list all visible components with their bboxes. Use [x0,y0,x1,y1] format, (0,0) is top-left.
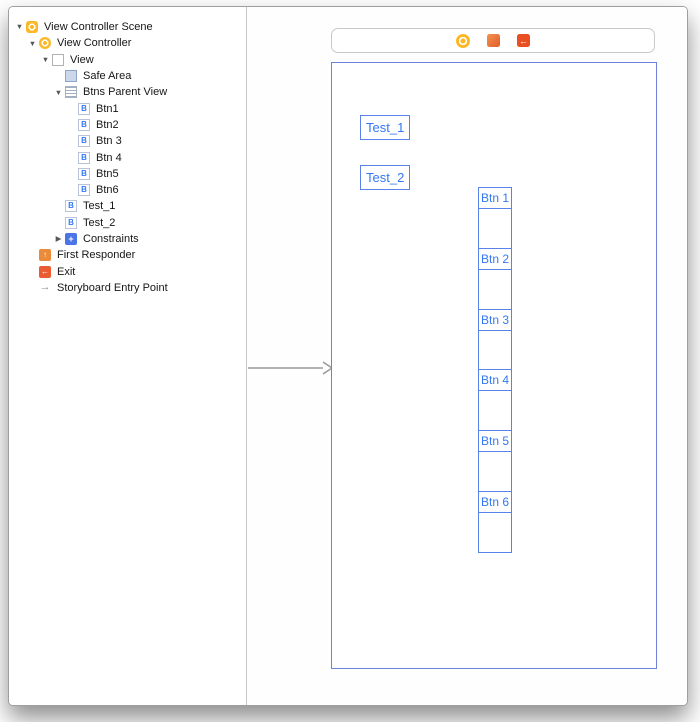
disclosure-triangle[interactable]: ▶ [55,234,62,244]
outline-label: Constraints [83,233,139,245]
outline-row-btn5[interactable]: Btn5 [9,166,246,182]
canvas-button-btn-2[interactable]: Btn 2 [478,247,512,310]
view-controller-icon [39,37,51,50]
parent-view-icon [65,86,77,99]
canvas-button-test-2[interactable]: Test_2 [360,165,411,190]
outline-label: View Controller Scene [44,21,153,34]
exit-icon[interactable] [517,34,530,47]
view-icon [52,53,64,66]
view-controller-icon[interactable] [456,33,470,48]
outline-row-btn1[interactable]: Btn1 [9,100,246,116]
canvas-button-btn-4[interactable]: Btn 4 [478,369,512,432]
outline-label: Btn2 [96,118,119,131]
disclosure-triangle[interactable]: ▼ [41,54,50,64]
outline-row-view-controller[interactable]: ▼ View Controller [9,35,246,51]
outline-row-btns-parent-view[interactable]: ▼ Btns Parent View [9,84,246,100]
outline-label: First Responder [57,249,136,262]
outline-row-exit[interactable]: Exit [9,263,246,279]
outline-label: Btns Parent View [83,86,168,99]
outline-label: View [70,53,94,66]
outline-row-btn2[interactable]: Btn2 [9,117,246,133]
button-title: Btn 2 [479,249,511,270]
outline-row-constraints[interactable]: ▶ Constraints [9,231,246,247]
outline-label: Exit [57,265,76,278]
button-title: Btn 1 [479,188,511,209]
disclosure-triangle[interactable]: ▼ [15,22,24,32]
button-icon [78,167,90,180]
disclosure-triangle[interactable]: ▼ [54,87,63,97]
canvas-button-btn-3[interactable]: Btn 3 [478,308,512,371]
outline-label: Storyboard Entry Point [57,281,168,294]
outline-row-test-2[interactable]: Test_2 [9,215,246,231]
first-responder-icon [39,249,51,262]
outline-label: Btn5 [96,167,119,180]
outline-label: Test_1 [83,200,116,213]
outline-row-btn-4[interactable]: Btn 4 [9,149,246,165]
canvas-button-btn-6[interactable]: Btn 6 [478,491,512,553]
button-icon [78,184,90,197]
xcode-window: ▼ View Controller Scene ▼ View Controller ▼ V… [8,6,688,706]
button-icon [65,200,77,213]
outline-label: View Controller [57,37,132,50]
document-outline: ▼ View Controller Scene ▼ View Controller ▼ V… [9,7,247,705]
outline-row-first-responder[interactable]: First Responder [9,247,246,263]
entry-point-arrow[interactable] [247,360,333,376]
first-responder-icon[interactable] [487,34,500,47]
outline-row-view[interactable]: ▼ View [9,52,246,68]
button-title: Btn 5 [479,431,511,453]
outline-label: Btn1 [96,102,119,115]
disclosure-triangle[interactable]: ▼ [28,38,37,48]
button-title: Btn 3 [479,310,511,331]
button-icon [78,102,90,115]
outline-label: Btn 4 [96,151,122,164]
button-icon [65,216,77,229]
button-icon [78,151,90,164]
scene-dock [331,28,655,53]
outline-row-test-1[interactable]: Test_1 [9,198,246,214]
button-title: Btn 4 [479,370,511,392]
button-icon [78,135,90,148]
buttons-parent-view[interactable]: Btn 1 Btn 2 Btn 3 Btn 4 Btn 5 Btn 6 [478,187,512,553]
outline-row-storyboard-entry-point[interactable]: Storyboard Entry Point [9,280,246,296]
outline-row-btn-3[interactable]: Btn 3 [9,133,246,149]
outline-row-btn6[interactable]: Btn6 [9,182,246,198]
scene-icon [26,21,38,34]
exit-icon [39,265,51,278]
constraints-icon [65,233,77,245]
outline-row-safe-area[interactable]: Safe Area [9,68,246,84]
outline-label: Safe Area [83,70,132,83]
entry-point-icon [39,282,51,294]
outline-label: Btn 3 [96,135,122,148]
outline-label: Test_2 [83,216,116,229]
safe-area-icon [65,70,77,83]
outline-row-view-controller-scene[interactable]: ▼ View Controller Scene [9,19,246,35]
button-icon [78,118,90,131]
outline-label: Btn6 [96,184,119,197]
canvas-button-test-1[interactable]: Test_1 [360,115,411,140]
button-title: Btn 6 [479,492,511,514]
canvas-button-btn-1[interactable]: Btn 1 [478,187,512,249]
canvas-button-btn-5[interactable]: Btn 5 [478,430,512,493]
